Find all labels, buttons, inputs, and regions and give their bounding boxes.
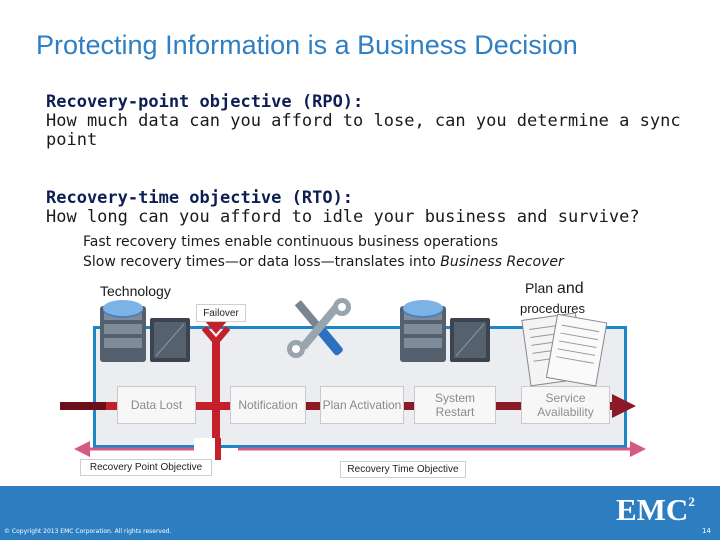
timeline-arrowhead — [612, 394, 636, 418]
procedures-label: procedures — [520, 301, 586, 316]
page-number: 14 — [702, 527, 711, 535]
copyright-text: © Copyright 2013 EMC Corporation. All ri… — [4, 528, 172, 535]
rto-bullet-fast: Fast recovery times enable continuous bu… — [83, 234, 498, 250]
rto-bullet-slow: Slow recovery times—or data loss—transla… — [83, 254, 564, 270]
step-system-restart: System Restart — [414, 386, 496, 424]
emc-logo: EMC2 — [616, 492, 695, 528]
server-storage-icon — [400, 300, 490, 362]
rpo-block: Recovery-point objective (RPO): How much… — [46, 93, 716, 150]
failover-label: Failover — [196, 304, 246, 322]
wrench-screwdriver-icon — [287, 298, 351, 358]
rto-bullet-slow-text: Slow recovery times—or data loss—transla… — [83, 254, 441, 270]
failure-x-icon — [201, 320, 231, 450]
step-service-availability: Service Availability — [521, 386, 610, 424]
step-plan-activation: Plan Activation — [320, 386, 404, 424]
step-notification: Notification — [230, 386, 306, 424]
rpo-label: Recovery Point Objective — [80, 459, 212, 476]
emc-logo-sup: 2 — [688, 494, 695, 509]
rto-bullet-slow-italic: Business Recover — [440, 254, 564, 270]
plan-label-text: Plan — [525, 280, 554, 296]
documents-icon — [521, 312, 608, 387]
rto-arrowhead — [630, 441, 646, 457]
plan-label-and: and — [556, 280, 584, 297]
server-storage-icon — [100, 300, 190, 362]
objective-arrows — [74, 438, 646, 460]
slide-title: Protecting Information is a Business Dec… — [36, 30, 578, 60]
plan-label: Plan and — [525, 280, 584, 298]
emc-logo-text: EMC — [616, 492, 689, 527]
rpo-arrowhead — [74, 441, 90, 457]
rto-heading: Recovery-time objective (RTO): — [46, 188, 354, 208]
rto-block: Recovery-time objective (RTO): How long … — [46, 189, 716, 227]
rto-label: Recovery Time Objective — [340, 461, 466, 478]
technology-label: Technology — [100, 283, 171, 299]
step-data-lost: Data Lost — [117, 386, 196, 424]
rto-text: How long can you afford to idle your bus… — [46, 207, 640, 227]
footer-bar — [0, 486, 720, 540]
rpo-heading: Recovery-point objective (RPO): — [46, 92, 364, 112]
rpo-text: How much data can you afford to lose, ca… — [46, 111, 681, 150]
